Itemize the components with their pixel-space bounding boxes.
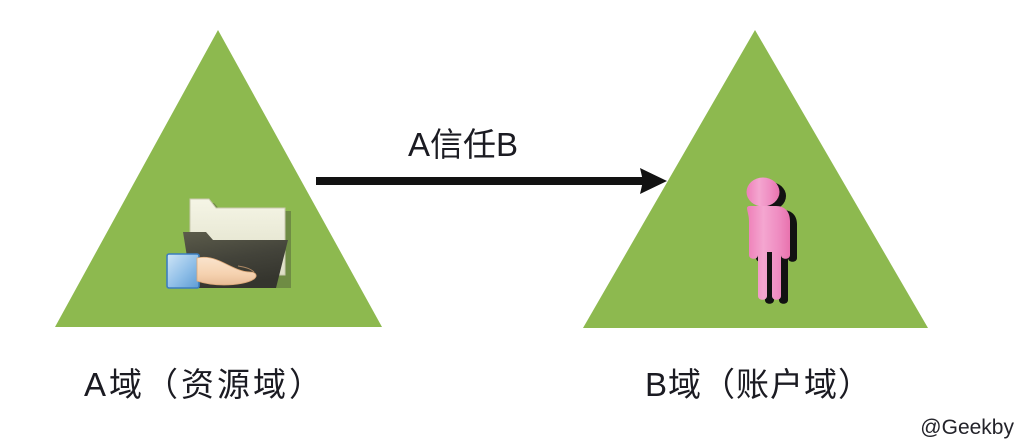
trust-arrow-label: A信任B	[408, 126, 519, 163]
watermark: @Geekby	[920, 416, 1014, 439]
domain-b-label: B域（账户域）	[645, 366, 873, 403]
domain-a-triangle[interactable]	[55, 30, 382, 327]
domain-a-label: A域（资源域）	[84, 366, 326, 403]
trust-arrow[interactable]	[316, 168, 667, 194]
person-icon	[746, 177, 797, 304]
shared-folder-icon	[166, 198, 291, 289]
domain-b-triangle[interactable]	[583, 30, 928, 328]
